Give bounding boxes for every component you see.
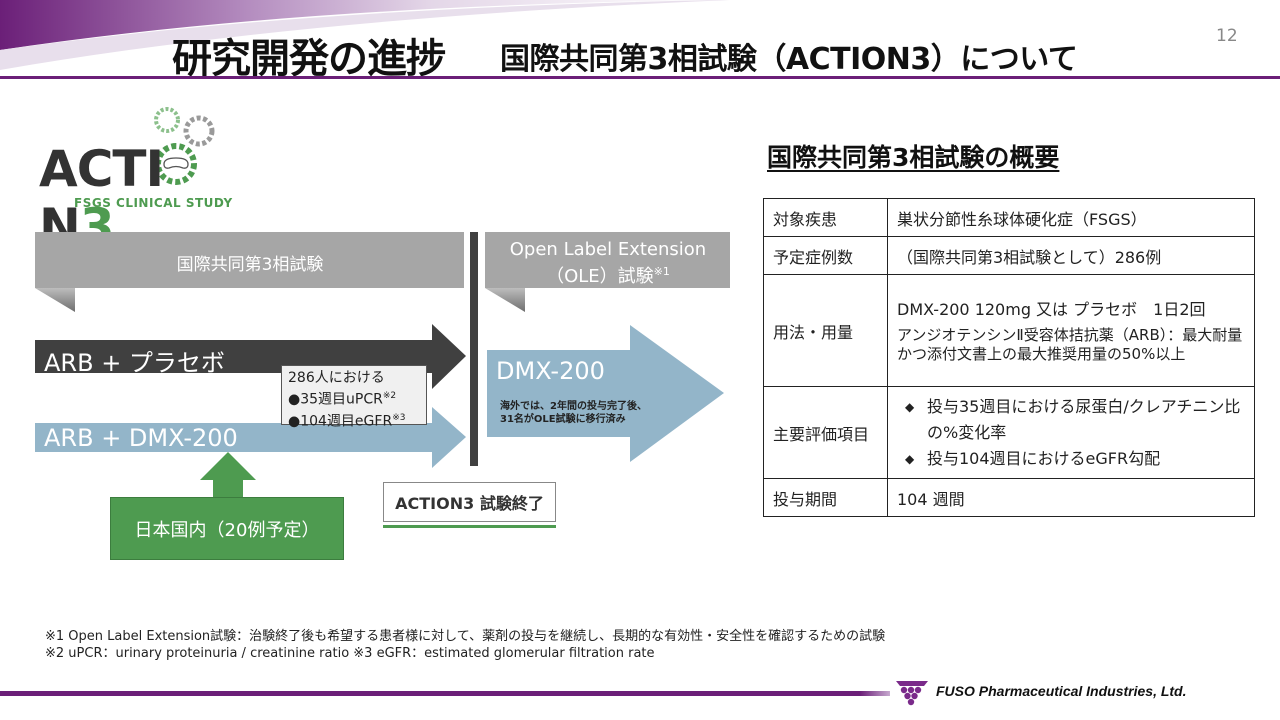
company-name: FUSO Pharmaceutical Industries, Ltd.	[936, 683, 1187, 699]
page-title: 研究開発の進捗	[172, 36, 446, 82]
placebo-arm-label: ARB + プラセボ	[44, 349, 225, 377]
grape-logo-icon	[896, 681, 928, 706]
logo-tagline: FSGS CLINICAL STUDY	[74, 196, 233, 210]
table-row: 投与期間 104 週間	[763, 478, 1255, 517]
ole-banner	[485, 232, 730, 288]
row-label: 予定症例数	[763, 236, 888, 275]
footnote-1: ※1 Open Label Extension試験：治験終了後も希望する患者様に…	[45, 629, 886, 644]
dmx-arm-label: ARB + DMX-200	[44, 424, 238, 452]
header-rule	[0, 76, 1280, 79]
footer-rule	[0, 691, 860, 696]
table-row: 対象疾患 巣状分節性糸球体硬化症（FSGS）	[763, 198, 1255, 237]
summary-title: 国際共同第3相試験の概要	[767, 143, 1060, 172]
trial-banner-label: 国際共同第3相試験	[176, 255, 324, 275]
summary-table: 対象疾患 巣状分節性糸球体硬化症（FSGS） 予定症例数 （国際共同第3相試験と…	[763, 198, 1255, 517]
dmx-arm-arrow	[35, 407, 466, 468]
ole-dmx-arrow	[487, 325, 724, 462]
dose-arb: アンジオテンシンⅡ受容体拮抗薬（ARB）：最大耐量かつ添付文書上の最大推奨用量の…	[897, 325, 1243, 363]
dose-main: DMX-200 120mg 又は プラセボ 1日2回	[897, 299, 1206, 319]
trial-banner	[35, 232, 464, 288]
diamond-bullet-icon: ◆	[905, 451, 915, 466]
row-label: 投与期間	[763, 478, 888, 517]
ole-note: 海外では、2年間の投与完了後、 31名がOLE試験に移行済み	[500, 401, 647, 425]
row-label: 対象疾患	[763, 198, 888, 237]
ole-dmx-label: DMX-200	[496, 357, 605, 385]
header-swoosh	[0, 0, 730, 70]
row-value: DMX-200 120mg 又は プラセボ 1日2回 アンジオテンシンⅡ受容体拮…	[887, 274, 1255, 387]
ole-banner-tab	[485, 288, 525, 312]
endpoint-item: ◆ 投与104週目におけるeGFR勾配	[897, 446, 1245, 472]
table-row: 予定症例数 （国際共同第3相試験として）286例	[763, 236, 1255, 275]
footer-rule-fade	[860, 691, 890, 696]
page-number: 12	[1216, 26, 1238, 46]
table-row: 主要評価項目 ◆ 投与35週目における尿蛋白/クレアチニン比の%変化率 ◆ 投与…	[763, 386, 1255, 479]
row-value: 104 週間	[887, 478, 1255, 517]
trial-end-underline	[383, 525, 556, 528]
trial-end-box: ACTION3 試験終了	[383, 482, 556, 522]
endpoint-item: ◆ 投与35週目における尿蛋白/クレアチニン比の%変化率	[897, 394, 1245, 446]
gears-icon	[154, 107, 215, 185]
endpoint-callout: 286人における ●35週目uPCR※2 ●104週目eGFR※3	[281, 365, 427, 429]
ole-banner-label: Open Label Extension （OLE）試験※1	[509, 239, 707, 287]
diamond-bullet-icon: ◆	[905, 399, 915, 414]
page-subtitle: 国際共同第3相試験（ACTION3）について	[500, 42, 1078, 77]
footnote-2: ※2 uPCR：urinary proteinuria / creatinine…	[45, 646, 655, 661]
japan-up-arrow	[200, 452, 256, 497]
row-value: ◆ 投与35週目における尿蛋白/クレアチニン比の%変化率 ◆ 投与104週目にお…	[887, 386, 1255, 479]
table-row: 用法・用量 DMX-200 120mg 又は プラセボ 1日2回 アンジオテンシ…	[763, 274, 1255, 387]
trial-banner-tab	[35, 288, 75, 312]
row-value: 巣状分節性糸球体硬化症（FSGS）	[887, 198, 1255, 237]
row-label: 用法・用量	[763, 274, 888, 387]
row-value: （国際共同第3相試験として）286例	[887, 236, 1255, 275]
trial-end-divider	[470, 232, 478, 466]
japan-enrollment-box: 日本国内（20例予定）	[110, 497, 344, 560]
footnotes: ※1 Open Label Extension試験：治験終了後も希望する患者様に…	[45, 628, 885, 662]
row-label: 主要評価項目	[763, 386, 888, 479]
